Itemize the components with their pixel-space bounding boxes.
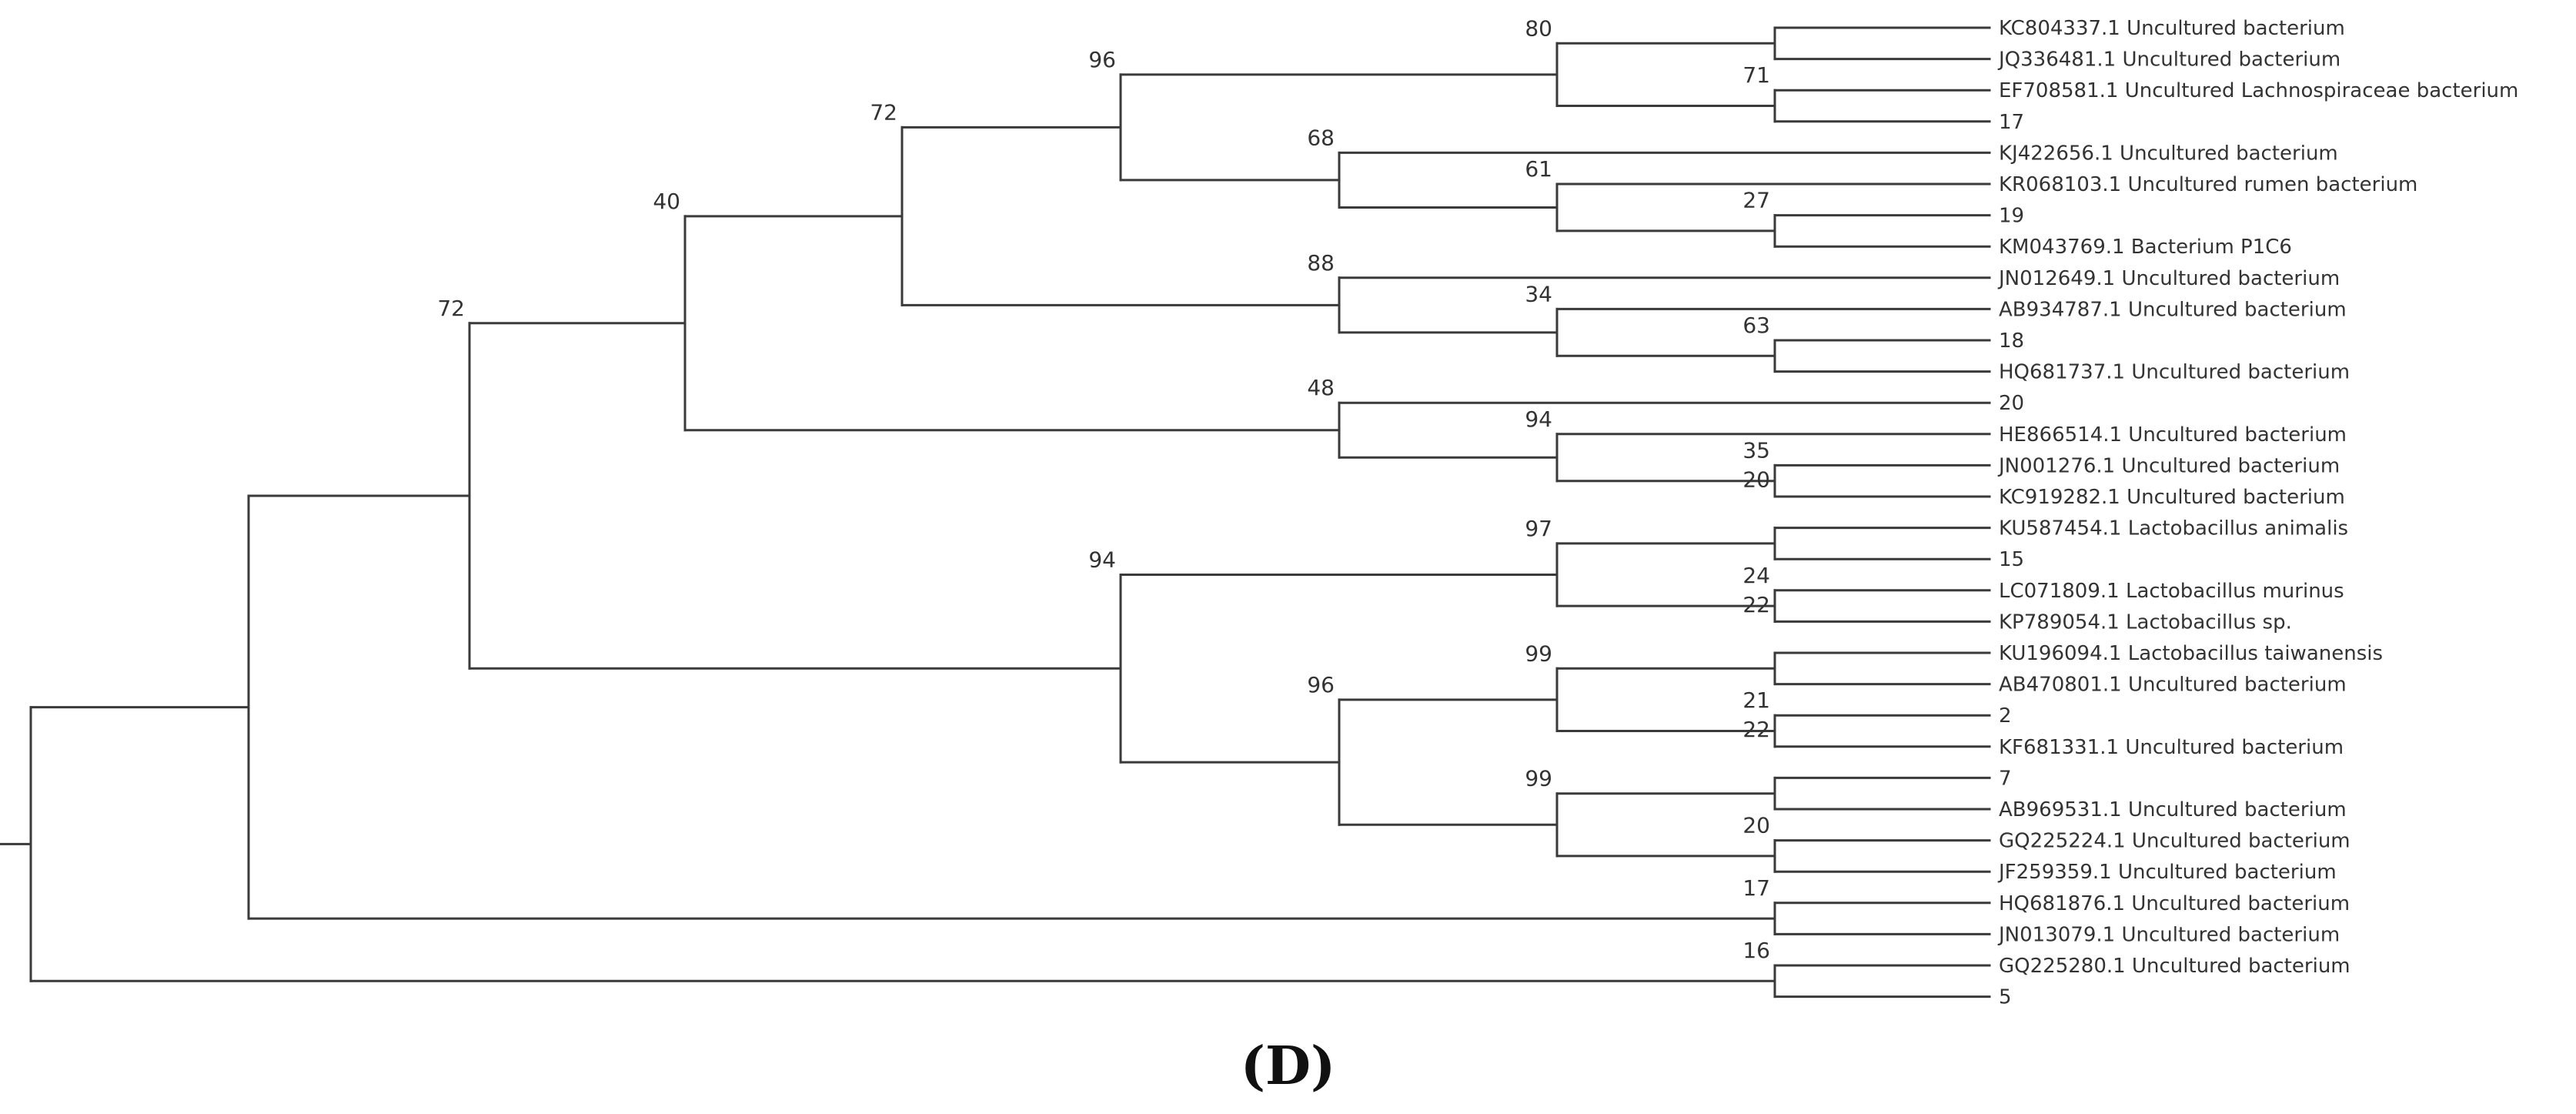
bootstrap-value: 88 [1307,250,1335,276]
leaf-label: JQ336481.1 Uncultured bacterium [1997,49,2340,72]
leaf-label: 19 [1999,205,2024,228]
leaf-label: AB969531.1 Uncultured bacterium [1999,798,2347,821]
leaf-label: KM043769.1 Bacterium P1C6 [1999,236,2292,259]
bootstrap-value: 72 [870,99,897,125]
bootstrap-value: 71 [1742,62,1770,88]
leaf-label: JN013079.1 Uncultured bacterium [1997,923,2340,946]
bootstrap-values: 71 80 27 61 68 96 63 34 88 72 35 94 48 40 24 97 21 99 20 99… [437,15,1770,963]
leaf-label: EF708581.1 Uncultured Lachnospiraceae ba… [1999,79,2518,102]
phylogenetic-tree: 7180276168966334887235944840249721992099… [0,15,2518,1009]
bootstrap-value: 99 [1525,766,1552,791]
bootstrap-value: 20 [1742,467,1770,492]
leaf-label: 7 [1999,767,2012,790]
bootstrap-value: 96 [1307,672,1335,698]
leaf-labels: KC804337.1 Uncultured bacteriumJQ336481.… [1997,17,2518,1009]
tree-branches [0,26,1991,999]
leaf-label: 18 [1999,330,2024,353]
leaf-label: KR068103.1 Uncultured rumen bacterium [1999,173,2417,196]
bootstrap-value: 97 [1525,516,1552,541]
panel-label: (D) [1240,1035,1336,1097]
leaf-label: GQ225280.1 Uncultured bacterium [1999,955,2350,978]
bootstrap-value: 24 [1742,563,1770,588]
leaf-label: HQ681876.1 Uncultured bacterium [1999,892,2350,915]
bootstrap-value: 68 [1307,125,1335,150]
leaf-label: JN001276.1 Uncultured bacterium [1997,454,2340,477]
bootstrap-value: 34 [1525,281,1552,306]
leaf-label: 20 [1999,392,2024,415]
leaf-label: KU587454.1 Lactobacillus animalis [1999,517,2348,540]
leaf-label: LC071809.1 Lactobacillus murinus [1999,580,2344,603]
bootstrap-value: 16 [1742,938,1770,963]
bootstrap-value: 94 [1088,547,1116,573]
leaf-label: KP789054.1 Lactobacillus sp. [1999,611,2292,634]
leaf-label: JN012649.1 Uncultured bacterium [1997,267,2340,290]
bootstrap-value: 96 [1088,47,1116,72]
bootstrap-value: 27 [1742,188,1770,213]
leaf-label: GQ225224.1 Uncultured bacterium [1999,830,2350,853]
leaf-label: HE866514.1 Uncultured bacterium [1999,423,2347,447]
bootstrap-value: 21 [1742,687,1770,713]
leaf-label: KF681331.1 Uncultured bacterium [1999,736,2344,759]
bootstrap-value: 22 [1742,592,1770,617]
bootstrap-value: 94 [1525,406,1552,432]
bootstrap-value: 48 [1307,375,1335,400]
leaf-label: KC919282.1 Uncultured bacterium [1999,486,2345,509]
leaf-label: AB470801.1 Uncultured bacterium [1999,674,2347,697]
leaf-label: JF259359.1 Uncultured bacterium [1997,861,2337,884]
bootstrap-value: 63 [1742,313,1770,338]
leaf-label: HQ681737.1 Uncultured bacterium [1999,361,2350,384]
leaf-label: KC804337.1 Uncultured bacterium [1999,17,2345,40]
bootstrap-value: 17 [1742,875,1770,901]
leaf-label: 15 [1999,548,2024,571]
bootstrap-value: 72 [437,296,465,321]
leaf-label: AB934787.1 Uncultured bacterium [1999,298,2347,321]
bootstrap-value: 61 [1525,156,1552,182]
leaf-label: KU196094.1 Lactobacillus taiwanensis [1999,642,2383,665]
bootstrap-value: 35 [1742,437,1770,463]
bootstrap-value: 20 [1742,813,1770,838]
leaf-label: 5 [1999,986,2012,1009]
bootstrap-value: 22 [1742,717,1770,742]
bootstrap-value: 99 [1525,641,1552,666]
bootstrap-value: 40 [653,189,680,214]
leaf-label: KJ422656.1 Uncultured bacterium [1999,142,2338,165]
leaf-label: 17 [1999,111,2024,134]
leaf-label: 2 [1999,704,2012,728]
bootstrap-value: 80 [1525,15,1552,41]
